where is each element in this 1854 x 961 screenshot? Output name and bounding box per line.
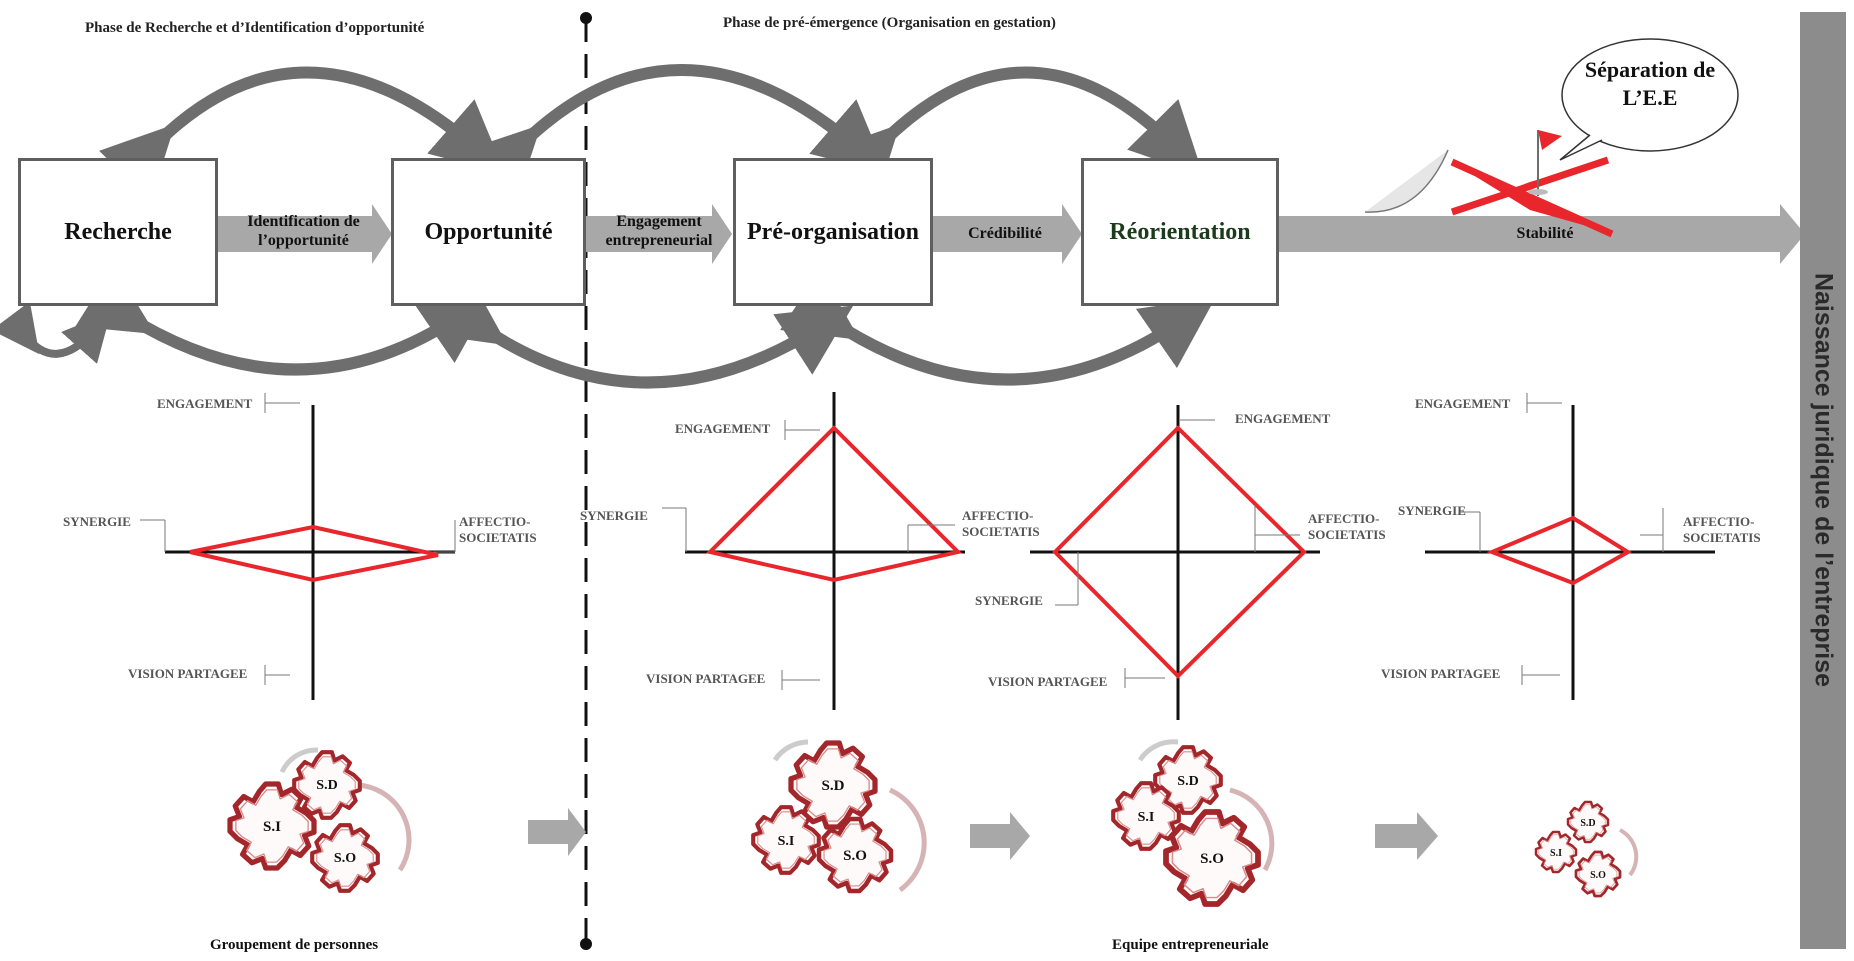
label-stabilite: Stabilité — [1516, 225, 1574, 242]
axis-label-vision: VISION PARTAGEE — [128, 666, 248, 681]
label-identification: Identification de l’opportunité — [247, 213, 360, 249]
radar-chart-2 — [662, 392, 965, 710]
radar-diamond-2 — [706, 425, 962, 583]
axis-label-engagement: ENGAGEMENT — [1235, 411, 1331, 426]
axis-label-synergie: SYNERGIE — [1398, 503, 1466, 518]
radar-chart-4 — [1425, 393, 1715, 700]
separation-bubble — [1559, 38, 1739, 161]
side-bar-label: Naissance juridique de l’entreprise — [1809, 272, 1838, 688]
curved-arrow-top-1 — [99, 66, 506, 201]
radar-chart-3 — [1030, 405, 1320, 720]
radar-diamond-3 — [1052, 425, 1307, 679]
gear-label-sd: S.D — [316, 778, 337, 793]
radar-diamond-1 — [189, 524, 439, 583]
axis-label-vision: VISION PARTAGEE — [988, 674, 1108, 689]
caption-groupement: Groupement de personnes — [210, 937, 379, 953]
bottom-arrow-1 — [528, 808, 586, 856]
separation-flag-icon — [1364, 130, 1614, 238]
gear-label-so: S.O — [843, 848, 867, 864]
side-bar — [1800, 12, 1846, 949]
gear-cluster-3: S.D S.I S.O — [1113, 739, 1275, 904]
flow-arrow-identification — [216, 204, 392, 264]
curved-arrows — [0, 64, 1216, 389]
gear-label-so: S.O — [1590, 870, 1606, 881]
bubble-text: Séparation de L’E.E — [1584, 57, 1716, 110]
bottom-arrow-3 — [1375, 812, 1438, 860]
gear-label-so: S.O — [1200, 851, 1224, 867]
curved-arrow-bottom-2 — [427, 274, 854, 389]
flow-arrow-engagement — [585, 204, 732, 264]
label-engagement: Engagement entrepreneurial — [605, 213, 713, 249]
gear-label-si: S.I — [1138, 810, 1155, 825]
box-opportunite: Opportunité — [391, 158, 586, 306]
caption-equipe: Equipe entrepreneuriale — [1112, 937, 1269, 953]
curved-arrow-bottom-3 — [780, 270, 1216, 386]
axis-label-synergie: SYNERGIE — [975, 593, 1043, 608]
axis-label-vision: VISION PARTAGEE — [646, 671, 766, 686]
curved-arrow-top-2 — [465, 64, 888, 201]
gear-label-so: S.O — [334, 851, 356, 866]
box-recherche: Recherche — [18, 158, 218, 306]
gear-label-sd: S.D — [1580, 818, 1595, 829]
box-reorientation: Réorientation — [1081, 158, 1279, 306]
box-pre-organisation: Pré-organisation — [733, 158, 933, 306]
label-credibilite: Crédibilité — [968, 225, 1042, 242]
gear-cluster-2: S.D S.I S.O — [753, 739, 927, 891]
phase-title-pre-emergence: Phase de pré-émergence (Organisation en … — [723, 15, 1056, 31]
radar-diamond-4 — [1486, 515, 1632, 586]
bottom-arrow-2 — [970, 812, 1030, 860]
flow-arrow-credibilite — [932, 204, 1082, 264]
gear-label-sd: S.D — [1177, 774, 1198, 789]
axis-label-affectio: AFFECTIO-SOCIETATIS — [962, 508, 1040, 539]
axis-label-affectio: AFFECTIO-SOCIETATIS — [1308, 511, 1386, 542]
gear-label-sd: S.D — [822, 778, 845, 794]
gear-cluster-4: S.D S.I S.O — [1534, 800, 1639, 898]
gear-label-si: S.I — [778, 834, 795, 849]
axis-label-affectio: AFFECTIO-SOCIETATIS — [1683, 514, 1761, 545]
axis-label-affectio: AFFECTIO-SOCIETATIS — [459, 514, 537, 545]
phase-title-research: Phase de Recherche et d’Identification d… — [85, 20, 425, 36]
radar-chart-1 — [140, 393, 456, 700]
gear-cluster-1: S.D S.I S.O — [230, 747, 412, 891]
phase-separator — [580, 12, 592, 950]
gear-label-si: S.I — [263, 819, 281, 835]
axis-label-synergie: SYNERGIE — [580, 508, 648, 523]
axis-label-vision: VISION PARTAGEE — [1381, 666, 1501, 681]
curved-arrow-bottom-1 — [75, 265, 494, 376]
curved-arrow-top-3 — [824, 66, 1204, 201]
axis-label-synergie: SYNERGIE — [63, 514, 131, 529]
gear-label-si: S.I — [1550, 848, 1562, 859]
axis-label-engagement: ENGAGEMENT — [675, 421, 771, 436]
axis-label-engagement: ENGAGEMENT — [157, 396, 253, 411]
axis-label-engagement: ENGAGEMENT — [1415, 396, 1511, 411]
curved-arrow-self-loop — [0, 301, 111, 364]
flow-arrow-stabilite — [1278, 204, 1805, 264]
